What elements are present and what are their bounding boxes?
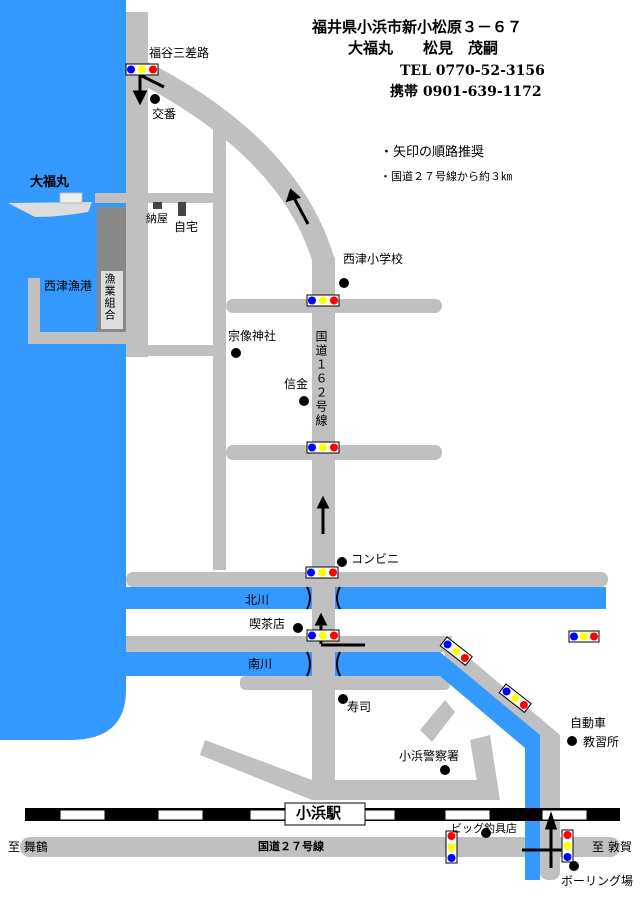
koban-label: 交番 — [152, 107, 177, 121]
storage-icons — [153, 202, 186, 216]
station-box — [284, 802, 366, 826]
shinkin-label: 信金 — [284, 377, 309, 391]
kitagawa-river — [126, 587, 606, 609]
route162-label: 国道１６２号線 — [314, 330, 328, 428]
fukuya-label: 福谷三差路 — [149, 46, 210, 60]
sea — [0, 0, 126, 740]
boat-label: 大福丸 — [30, 175, 70, 190]
tel: TEL 0770-52-3156 — [400, 63, 545, 79]
road-jitaku — [95, 193, 225, 203]
coop-label: 漁業組合 — [103, 273, 116, 321]
bowling-label: ボーリング場 — [561, 874, 634, 888]
route27-label: 国道２７号線 — [258, 840, 324, 853]
minamigawa-label: 南川 — [248, 657, 273, 671]
pier-road — [40, 332, 130, 344]
place-markers — [150, 94, 579, 871]
konbini-label: コンビニ — [351, 552, 400, 566]
traffic-lights — [125, 63, 600, 864]
boat-icon — [8, 192, 92, 217]
to-maizuru-label: 至 舞鶴 — [8, 840, 48, 854]
bridges — [306, 586, 341, 677]
mobile: 携帯 0901-639-1172 — [390, 84, 542, 100]
address: 福井県小浜市新小松原３－６７ — [312, 18, 523, 36]
minamigawa-river — [126, 652, 540, 880]
note-arrow: ・矢印の順路推奨 — [380, 145, 485, 160]
station-label: 小浜駅 — [296, 804, 342, 822]
cafe-label: 喫茶店 — [249, 617, 286, 631]
to-tsuruga-label: 至 敦賀 — [592, 840, 632, 854]
note-distance: ・国道２７号線から約３㎞ — [380, 170, 512, 183]
police-label: 小浜警察署 — [399, 749, 460, 763]
jitaku-label: 自宅 — [174, 220, 199, 234]
driving-school-label-1: 自動車 — [570, 716, 607, 730]
kitagawa-label: 北川 — [245, 593, 270, 607]
road-curved — [148, 62, 335, 260]
driving-school-label-2: 教習所 — [583, 735, 620, 749]
sushi-label: 寿司 — [347, 700, 372, 714]
fishing-shop-label: ビッグ釣具店 — [451, 822, 517, 835]
school-label: 西津小学校 — [343, 252, 404, 266]
route-27 — [20, 837, 620, 857]
owner-name: 大福丸 松見 茂嗣 — [348, 39, 499, 57]
port-label: 西津漁港 — [44, 279, 93, 293]
naya-label: 納屋 — [146, 212, 168, 225]
shrine-label: 宗像神社 — [228, 329, 277, 343]
pier-vertical — [28, 278, 40, 344]
